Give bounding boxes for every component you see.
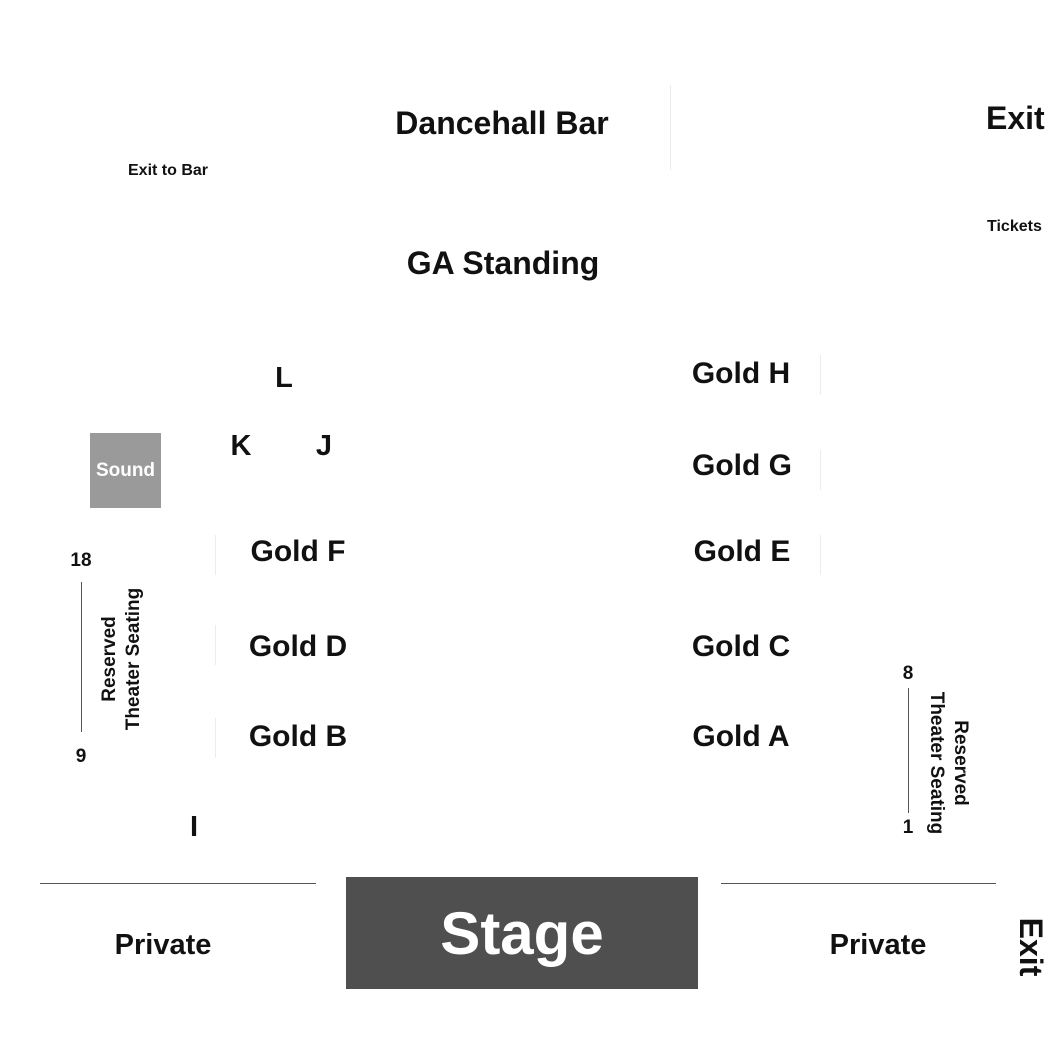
section-k[interactable]: K xyxy=(230,430,252,462)
section-gold-e[interactable]: Gold E xyxy=(693,535,791,568)
reserved-left-label[interactable]: Reserved Theater Seating xyxy=(98,584,146,734)
private-right-divider xyxy=(721,883,996,884)
sound-label: Sound xyxy=(95,459,156,481)
exit-bottom-label: Exit xyxy=(1013,917,1049,977)
section-gold-c[interactable]: Gold C xyxy=(691,630,791,663)
divider xyxy=(820,355,821,395)
stage-label: Stage xyxy=(440,899,604,967)
private-left-section[interactable]: Private xyxy=(114,929,212,961)
divider xyxy=(215,718,216,758)
reserved-right-end-row: 1 xyxy=(902,817,914,838)
divider xyxy=(215,535,216,575)
section-gold-b[interactable]: Gold B xyxy=(248,720,348,753)
private-left-divider xyxy=(40,883,316,884)
section-gold-h[interactable]: Gold H xyxy=(691,357,791,390)
exit-top-label: Exit xyxy=(986,100,1045,136)
tickets-label: Tickets xyxy=(987,218,1042,235)
reserved-left-start-row: 18 xyxy=(70,550,92,571)
section-gold-d[interactable]: Gold D xyxy=(248,630,348,663)
reserved-right-label-line1: Reserved xyxy=(950,720,971,806)
section-j[interactable]: J xyxy=(315,430,333,462)
section-gold-f[interactable]: Gold F xyxy=(250,535,346,568)
reserved-right-range-line xyxy=(908,688,909,813)
divider xyxy=(820,450,821,490)
dancehall-bar-label: Dancehall Bar xyxy=(395,105,609,141)
reserved-left-range-line xyxy=(81,582,82,732)
section-gold-a[interactable]: Gold A xyxy=(692,720,790,753)
ga-standing-label: GA Standing xyxy=(406,245,600,281)
divider xyxy=(670,85,671,170)
reserved-right-label[interactable]: Reserved Theater Seating xyxy=(924,688,972,838)
private-right-section[interactable]: Private xyxy=(829,929,927,961)
reserved-left-end-row: 9 xyxy=(75,746,87,767)
section-l[interactable]: L xyxy=(275,362,293,394)
exit-to-bar-label: Exit to Bar xyxy=(128,162,209,179)
stage: Stage xyxy=(346,877,698,989)
divider xyxy=(820,535,821,575)
section-gold-g[interactable]: Gold G xyxy=(692,449,792,482)
reserved-left-label-line1: Reserved xyxy=(99,616,120,702)
reserved-left-label-line2: Theater Seating xyxy=(123,587,144,731)
sound-booth: Sound xyxy=(90,433,161,508)
reserved-right-start-row: 8 xyxy=(902,663,914,684)
divider xyxy=(215,625,216,665)
reserved-right-label-line2: Theater Seating xyxy=(926,691,947,835)
section-i[interactable]: I xyxy=(189,811,199,843)
